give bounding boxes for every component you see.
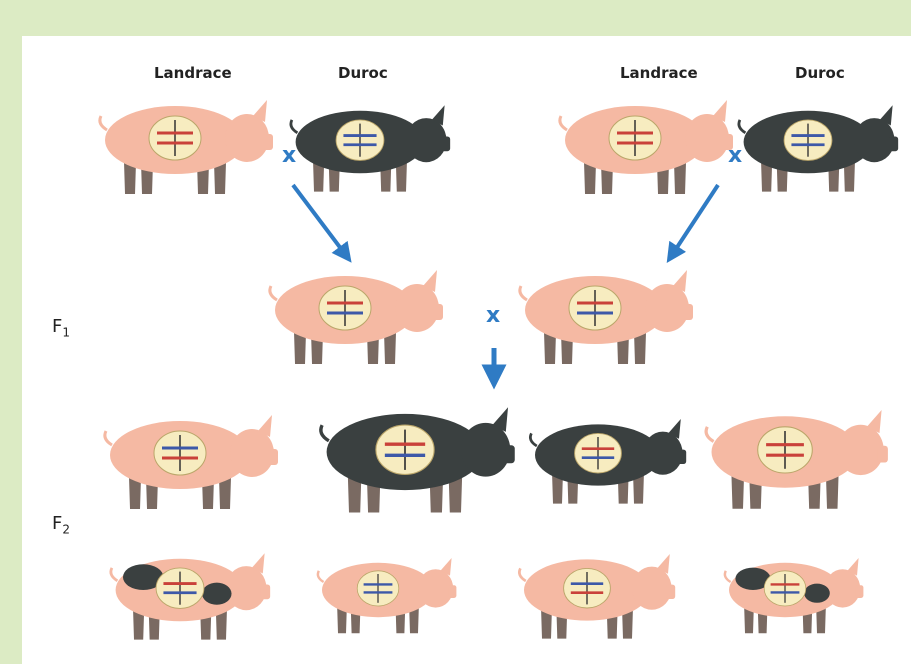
pig-head [226, 566, 266, 610]
pig-parent-landrace-1 [100, 100, 273, 194]
pig-snout [666, 585, 675, 599]
pig-snout [877, 446, 888, 463]
pig-tail [100, 116, 107, 130]
pig-head [230, 429, 274, 477]
pig-f2-row2-1 [111, 553, 270, 639]
pig-tail [560, 116, 567, 130]
pig-snout [433, 304, 443, 320]
pig-spot [202, 583, 231, 605]
arrow-right-parent-to-f1 [670, 185, 718, 258]
pig-parent-landrace-2 [560, 100, 733, 194]
pig-snout [441, 136, 450, 151]
pig-snout [683, 304, 693, 320]
pig-parent-duroc-1 [291, 105, 450, 191]
pig-head [838, 425, 884, 475]
pig-snout [723, 134, 733, 150]
pig-snout [889, 136, 898, 151]
pig-f2-row1-1 [105, 415, 278, 509]
pig-parent-duroc-2 [739, 105, 898, 191]
pig-f2-row1-4 [706, 410, 888, 509]
cross-symbol-f1: x [486, 303, 500, 328]
pig-f2-row2-4 [725, 558, 864, 633]
pig-f2-row2-3 [519, 554, 675, 639]
pig-f2-row1-2 [321, 407, 515, 512]
pig-group [100, 100, 898, 640]
pig-f2-row2-2 [318, 558, 457, 633]
cross-symbol-left: x [282, 143, 296, 168]
pig-snout [677, 450, 686, 464]
pig-snout [855, 585, 863, 598]
pig-snout [261, 584, 270, 599]
pig-tail [318, 571, 324, 582]
pig-head [418, 569, 453, 607]
pig-head [395, 284, 439, 332]
pig-head [825, 569, 860, 607]
pig-head [643, 432, 683, 475]
pig-f2-row1-3 [530, 419, 686, 504]
pig-spot [804, 584, 830, 603]
pig-tail [105, 431, 112, 445]
pig-tail [706, 427, 714, 442]
pig-tail [111, 568, 118, 581]
pig-tail [270, 286, 277, 300]
pig-tail [725, 571, 731, 582]
pig-tail [520, 286, 527, 300]
pig-tail [519, 568, 525, 581]
pig-head [645, 284, 689, 332]
pig-snout [448, 585, 456, 598]
pig-snout [263, 134, 273, 150]
pig-tail [739, 120, 746, 133]
pig-head [632, 567, 672, 610]
pig-tail [291, 120, 298, 133]
pig-head [406, 118, 446, 162]
arrow-left-parent-to-f1 [293, 185, 348, 258]
pig-head [685, 114, 729, 162]
pig-head [461, 423, 510, 477]
pig-tail [530, 433, 536, 446]
pig-f1-left [270, 270, 443, 364]
pig-head [854, 118, 894, 162]
pig-head [225, 114, 269, 162]
pig-snout [268, 449, 278, 465]
pig-snout [504, 445, 515, 463]
pig-tail [321, 425, 329, 441]
pig-f1-right [520, 270, 693, 364]
